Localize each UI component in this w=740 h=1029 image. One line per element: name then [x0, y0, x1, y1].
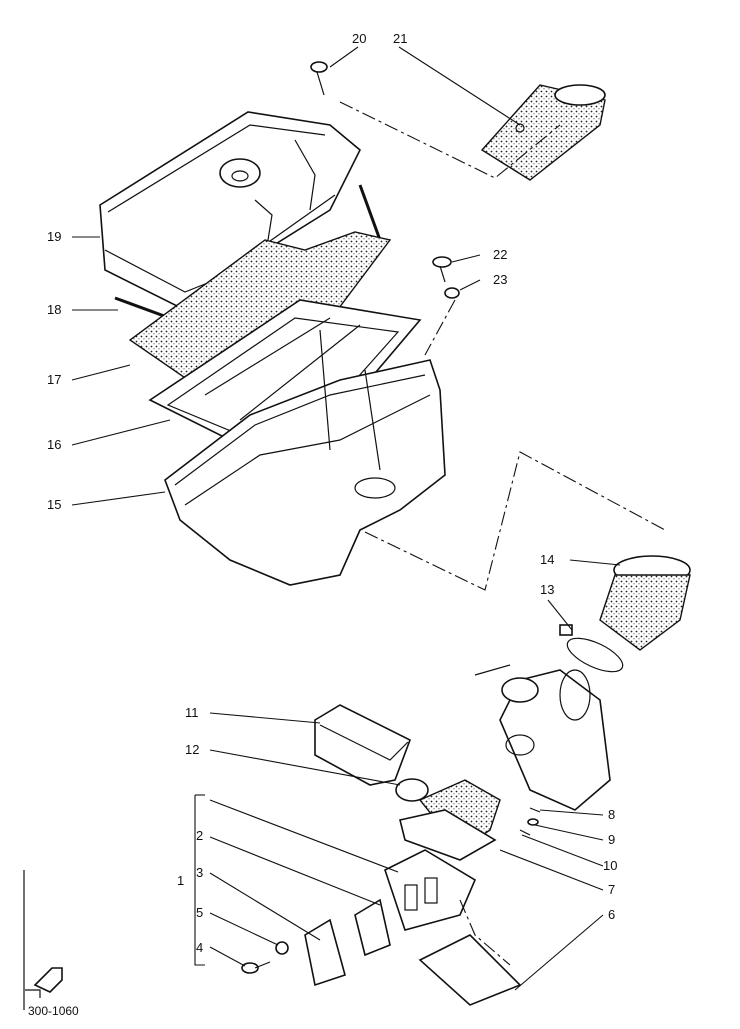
- callout-1: 1: [177, 873, 184, 888]
- assembly-line-22: [424, 299, 456, 356]
- callout-10: 10: [603, 858, 617, 873]
- drawing-code: 300-1060: [28, 1004, 79, 1018]
- callout-12: 12: [185, 742, 199, 757]
- callout-labels: 1 2 3 4 5 6 7 8 9 10 11 12 13 14 15 16 1…: [47, 31, 617, 955]
- assembly-line-6: [459, 899, 511, 966]
- callout-18: 18: [47, 302, 61, 317]
- callout-19: 19: [47, 229, 61, 244]
- callout-20: 20: [352, 31, 366, 46]
- front-arrow-icon: [23, 870, 63, 1010]
- air-box-case: [164, 329, 446, 586]
- callout-5: 5: [196, 905, 203, 920]
- callout-9: 9: [608, 832, 615, 847]
- assembly-line-14: [364, 451, 666, 591]
- callout-2: 2: [196, 828, 203, 843]
- air-box-cover: [99, 111, 361, 311]
- reed-stopper: [304, 918, 346, 987]
- bolt-22: [432, 256, 452, 283]
- callout-8: 8: [608, 807, 615, 822]
- callout-17: 17: [47, 372, 61, 387]
- o-ring-12: [395, 778, 429, 802]
- callout-16: 16: [47, 437, 61, 452]
- leader-lines: [71, 46, 621, 991]
- callout-7: 7: [608, 882, 615, 897]
- screw-20: [310, 61, 328, 96]
- callout-15: 15: [47, 497, 61, 512]
- callout-22: 22: [493, 247, 507, 262]
- reed-valve: [384, 849, 477, 931]
- spring-washer-9: [527, 818, 539, 826]
- callout-23: 23: [493, 272, 507, 287]
- callout-13: 13: [540, 582, 554, 597]
- reed-petal: [354, 898, 391, 957]
- assembly-line-21: [339, 101, 561, 179]
- screw-8: [529, 807, 541, 813]
- gasket: [418, 934, 522, 1006]
- part-11-cover: [314, 704, 412, 786]
- washer-5: [275, 941, 289, 955]
- screw-10: [519, 829, 531, 836]
- callout-21: 21: [393, 31, 407, 46]
- carburetor-joint: [599, 555, 691, 651]
- callout-14: 14: [540, 552, 554, 567]
- callout-6: 6: [608, 907, 615, 922]
- intake-manifold: [399, 779, 501, 861]
- callout-4: 4: [196, 940, 203, 955]
- washer-23: [444, 287, 460, 299]
- carburetor: [474, 664, 611, 811]
- callout-11: 11: [185, 705, 199, 720]
- callout-3: 3: [196, 865, 203, 880]
- screw-4: [241, 961, 271, 974]
- intake-joint: [480, 84, 606, 181]
